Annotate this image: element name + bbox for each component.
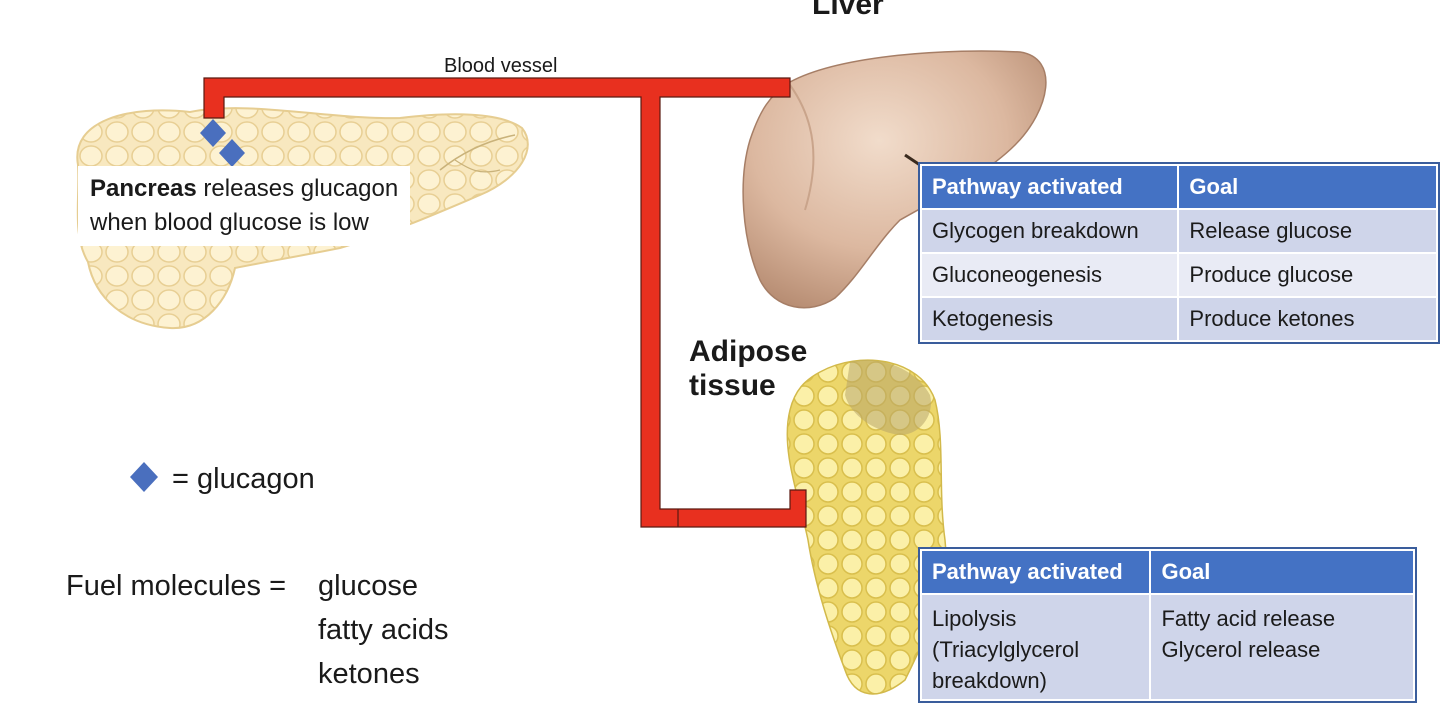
adipose-illustration (786, 359, 947, 695)
table-header-row: Pathway activated Goal (919, 549, 1415, 595)
header-goal: Goal (1149, 549, 1415, 595)
goal-cell: Produce glucose (1177, 252, 1438, 298)
pathway-cell: Gluconeogenesis (919, 252, 1180, 298)
table-row: Ketogenesis Produce ketones (919, 296, 1438, 342)
pathway-line: Lipolysis (932, 606, 1017, 631)
pancreas-text-line2: when blood glucose is low (90, 209, 369, 236)
adipose-title-line2: tissue (689, 369, 776, 402)
pathway-cell: Glycogen breakdown (919, 208, 1180, 254)
blood-vessel-label: Blood vessel (444, 55, 558, 77)
glucagon-diamond (219, 139, 245, 167)
goal-line: Glycerol release (1161, 637, 1321, 662)
pathway-cell: Ketogenesis (919, 296, 1180, 342)
glucagon-molecules (200, 119, 245, 167)
table-row: Glycogen breakdown Release glucose (919, 208, 1438, 254)
header-pathway: Pathway activated (919, 549, 1152, 595)
fuel-item: ketones (318, 658, 420, 690)
adipose-title: Adipose tissue (689, 335, 807, 403)
goal-cell: Produce ketones (1177, 296, 1438, 342)
header-pathway: Pathway activated (919, 164, 1180, 210)
table-header-row: Pathway activated Goal (919, 164, 1438, 210)
legend-glucagon-diamond (130, 462, 158, 492)
fuel-label: Fuel molecules = (66, 570, 287, 602)
pancreas-callout: Pancreas releases glucagon when blood gl… (78, 166, 411, 246)
table-row: Lipolysis (Triacylglycerol breakdown) Fa… (919, 593, 1415, 701)
fuel-item: glucose (318, 570, 418, 602)
fuel-molecules: Fuel molecules = (66, 564, 286, 608)
glucagon-diamond (200, 119, 226, 147)
table-row: Gluconeogenesis Produce glucose (919, 252, 1438, 298)
goal-line: Fatty acid release (1161, 606, 1336, 631)
pathway-cell: Lipolysis (Triacylglycerol breakdown) (919, 593, 1152, 701)
adipose-title-line1: Adipose (689, 335, 808, 368)
pathway-line: (Triacylglycerol (932, 637, 1080, 662)
adipose-pathway-table: Pathway activated Goal Lipolysis (Triacy… (918, 547, 1417, 703)
pathway-line: breakdown) (932, 668, 1047, 693)
pancreas-name: Pancreas (90, 175, 197, 202)
legend-label: = glucagon (172, 463, 315, 495)
goal-cell: Release glucose (1177, 208, 1438, 254)
goal-cell: Fatty acid release Glycerol release (1149, 593, 1415, 701)
header-goal: Goal (1177, 164, 1438, 210)
liver-pathway-table: Pathway activated Goal Glycogen breakdow… (918, 162, 1440, 344)
blood-vessel (203, 77, 807, 528)
fuel-list: glucose fatty acids ketones (318, 564, 449, 696)
fuel-item: fatty acids (318, 614, 449, 646)
liver-title: Liver (812, 0, 884, 21)
liver-illustration (742, 50, 1047, 309)
pancreas-text-line1: releases glucagon (196, 175, 399, 202)
